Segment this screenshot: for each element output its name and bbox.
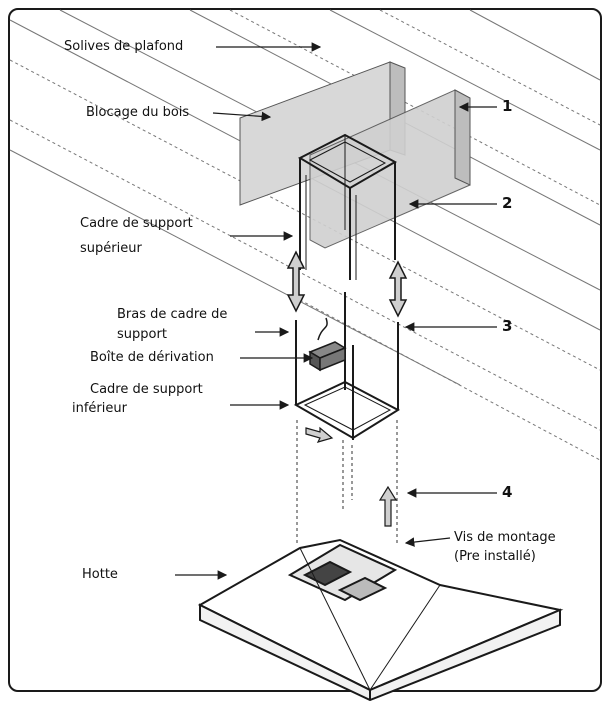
label-arm-2: support <box>117 327 167 342</box>
drop-lines <box>296 420 398 545</box>
step-number-3: 3 <box>502 317 513 335</box>
label-blocking: Blocage du bois <box>86 105 190 120</box>
hood-shape <box>197 538 564 701</box>
step-number-4: 4 <box>502 483 513 501</box>
label-lower-frame-1: Cadre de support <box>90 382 203 397</box>
label-junction-box: Boîte de dérivation <box>90 350 214 365</box>
step-number-2: 2 <box>502 194 513 212</box>
ceiling-joists <box>9 9 601 461</box>
lower-support-frame <box>293 292 401 440</box>
label-arm-1: Bras de cadre de <box>117 307 228 322</box>
label-joists: Solives de plafond <box>64 39 184 54</box>
leader-lines <box>175 42 497 580</box>
upper-support-frame <box>297 133 398 280</box>
label-hood: Hotte <box>82 567 118 582</box>
adjust-arrows <box>286 250 408 318</box>
label-lower-frame-2: inférieur <box>72 401 127 416</box>
label-screws-1: Vis de montage <box>454 530 556 545</box>
slide-arrow <box>305 426 334 443</box>
wood-blocking <box>239 61 471 249</box>
label-upper-frame-2: supérieur <box>80 241 142 256</box>
label-screws-2: (Pre installé) <box>454 549 536 564</box>
lift-arrow <box>378 485 398 527</box>
label-upper-frame-1: Cadre de support <box>80 216 193 231</box>
step-number-1: 1 <box>502 97 513 115</box>
junction-box-shape <box>308 317 347 372</box>
